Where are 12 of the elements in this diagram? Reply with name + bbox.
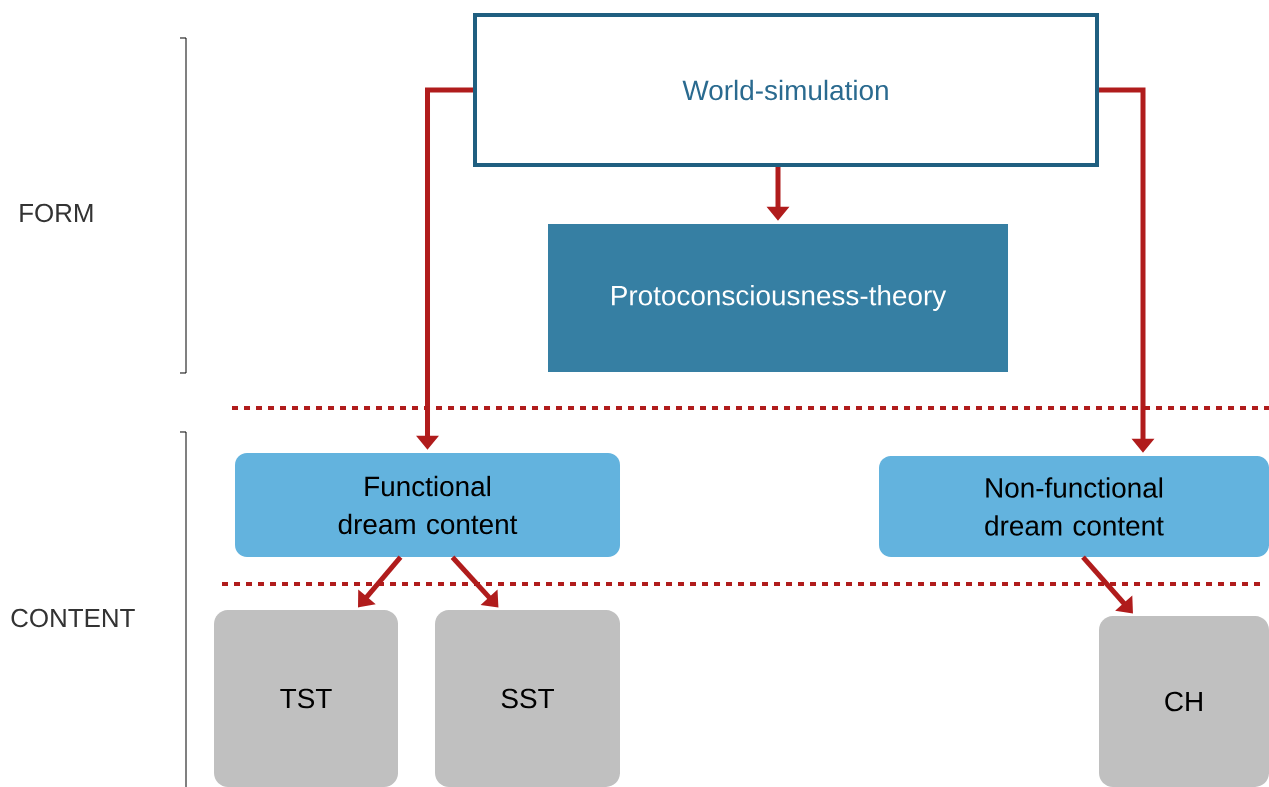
arrow bbox=[450, 555, 499, 608]
rounded-box: Functional dream content bbox=[235, 453, 620, 557]
rounded-box: SST bbox=[435, 610, 620, 787]
rounded-box: TST bbox=[214, 610, 398, 787]
arrow bbox=[1081, 555, 1133, 614]
rounded-box: Non-functional dream content bbox=[879, 456, 1269, 557]
side-label: CONTENT bbox=[11, 608, 135, 628]
rounded-box: CH bbox=[1099, 616, 1269, 787]
process-box: Protoconsciousness-theory bbox=[548, 224, 1008, 372]
arrow bbox=[358, 555, 403, 608]
outlined-box: World-simulation bbox=[473, 13, 1099, 167]
side-label: FORM bbox=[20, 203, 93, 223]
